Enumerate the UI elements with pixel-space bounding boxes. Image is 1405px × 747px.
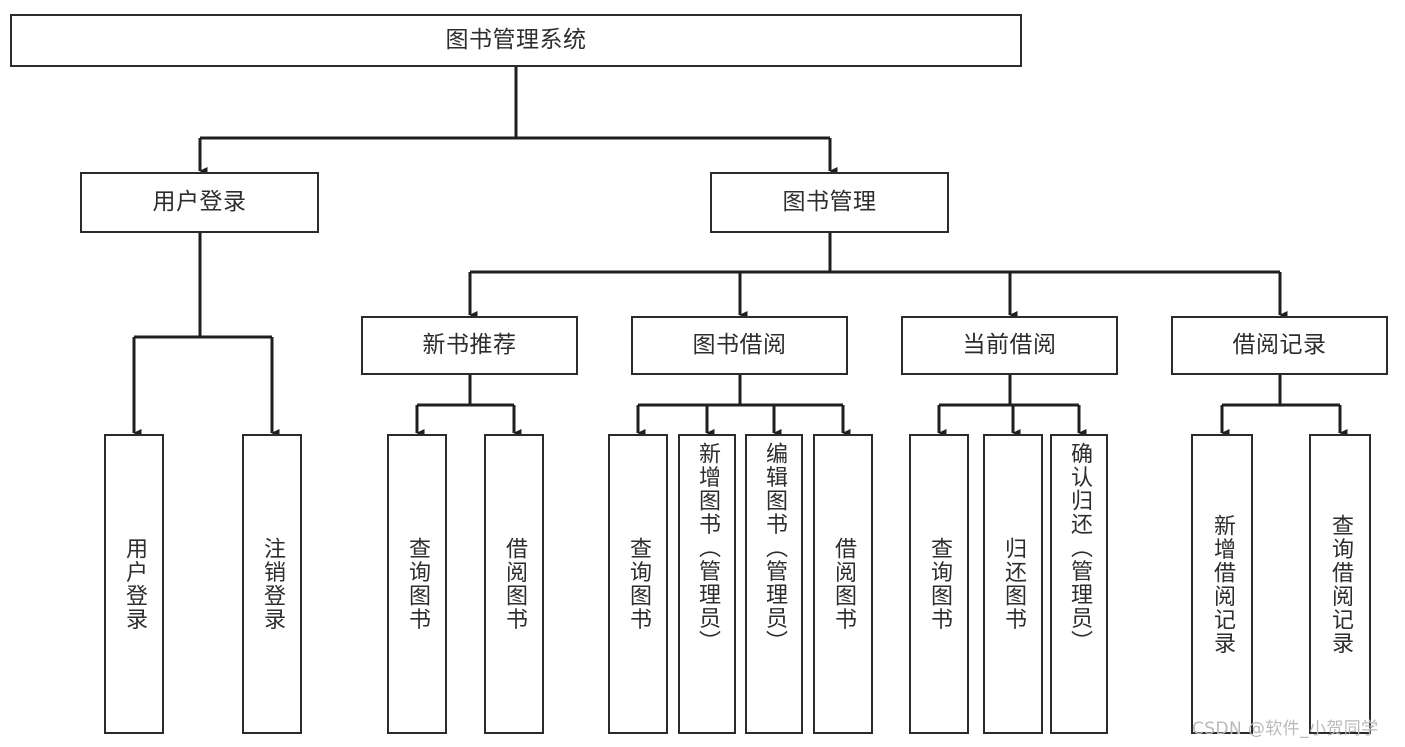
- node-label: 新书推荐: [422, 332, 517, 359]
- node-b-add[interactable]: 新增图书（管理员）: [678, 434, 736, 734]
- node-label: 查询图书: [404, 537, 430, 631]
- node-label: 图书借阅: [692, 332, 787, 359]
- node-label: 新增图书（管理员）: [694, 442, 720, 654]
- node-label: 图书管理: [782, 189, 877, 216]
- node-label: 注销登录: [259, 537, 285, 631]
- node-label: 确认归还（管理员）: [1066, 442, 1092, 654]
- node-label: 用户登录: [152, 189, 247, 216]
- node-n-borrow[interactable]: 借阅图书: [484, 434, 544, 734]
- node-b-edit[interactable]: 编辑图书（管理员）: [745, 434, 803, 734]
- node-c-query[interactable]: 查询图书: [909, 434, 969, 734]
- node-label: 借阅记录: [1232, 332, 1327, 359]
- node-label: 用户登录: [121, 537, 147, 631]
- node-label: 图书管理系统: [445, 27, 587, 54]
- node-label: 查询图书: [926, 537, 952, 631]
- node-bookmgmt[interactable]: 图书管理: [710, 172, 949, 233]
- node-n-query[interactable]: 查询图书: [387, 434, 447, 734]
- node-b-query[interactable]: 查询图书: [608, 434, 668, 734]
- node-label: 查询借阅记录: [1327, 513, 1353, 655]
- csdn-watermark: CSDN @软件_小贺同学: [1192, 719, 1379, 739]
- node-current[interactable]: 当前借阅: [901, 316, 1118, 375]
- node-r-add[interactable]: 新增借阅记录: [1191, 434, 1253, 734]
- node-l-login[interactable]: 用户登录: [104, 434, 164, 734]
- node-label: 新增借阅记录: [1209, 513, 1235, 655]
- node-newbook[interactable]: 新书推荐: [361, 316, 578, 375]
- node-r-query[interactable]: 查询借阅记录: [1309, 434, 1371, 734]
- node-root[interactable]: 图书管理系统: [10, 14, 1022, 67]
- node-label: 借阅图书: [830, 537, 856, 631]
- node-login[interactable]: 用户登录: [80, 172, 319, 233]
- node-label: 当前借阅: [962, 332, 1057, 359]
- node-l-logout[interactable]: 注销登录: [242, 434, 302, 734]
- node-label: 查询图书: [625, 537, 651, 631]
- node-b-lend[interactable]: 借阅图书: [813, 434, 873, 734]
- node-borrow[interactable]: 图书借阅: [631, 316, 848, 375]
- node-records[interactable]: 借阅记录: [1171, 316, 1388, 375]
- node-c-confirm[interactable]: 确认归还（管理员）: [1050, 434, 1108, 734]
- edge-group: [132, 67, 1348, 438]
- node-label: 编辑图书（管理员）: [761, 442, 787, 654]
- node-c-return[interactable]: 归还图书: [983, 434, 1043, 734]
- node-label: 借阅图书: [501, 537, 527, 631]
- node-label: 归还图书: [1000, 537, 1026, 631]
